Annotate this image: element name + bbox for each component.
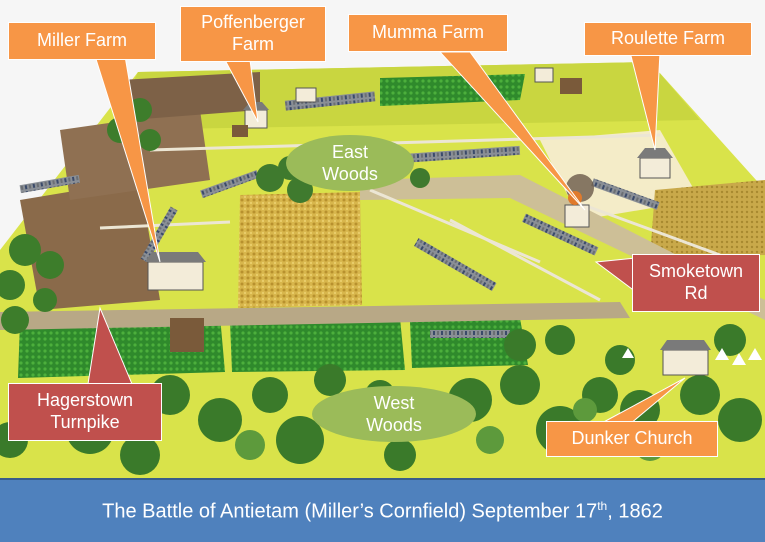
- roulette-farmhouse: [637, 148, 673, 179]
- miller-farm-text: Miller Farm: [37, 30, 127, 51]
- west-woods-text-line2: Woods: [366, 415, 422, 435]
- west-woods-label: West Woods: [312, 386, 476, 442]
- mumma-farm-label: Mumma Farm: [348, 14, 508, 52]
- dunker-church-label: Dunker Church: [546, 421, 718, 457]
- smoketown-rd-label: Smoketown Rd: [632, 254, 760, 312]
- west-woods-text-line1: West: [373, 392, 415, 413]
- miller-farmhouse: [145, 252, 206, 291]
- cornfield: [238, 192, 362, 308]
- turnpike-road: [0, 302, 630, 330]
- hagerstown-turnpike-text-line1: Hagerstown: [36, 390, 134, 411]
- caption-year: , 1862: [607, 500, 663, 523]
- hagerstown-turnpike-text-line2: Turnpike: [50, 412, 120, 432]
- dunker-church: [660, 340, 711, 376]
- mumma-farm-text: Mumma Farm: [372, 22, 484, 43]
- caption-main: The Battle of Antietam (Miller’s Cornfie…: [102, 500, 598, 523]
- caption-superscript: th: [597, 498, 608, 513]
- hagerstown-turnpike-label: Hagerstown Turnpike: [8, 383, 162, 441]
- east-woods-text-line2: Woods: [322, 164, 378, 184]
- roulette-farm-label: Roulette Farm: [584, 22, 752, 56]
- caption-bar: The Battle of Antietam (Miller’s Cornfie…: [0, 478, 765, 542]
- caption-text: The Battle of Antietam (Miller’s Cornfie…: [102, 499, 663, 524]
- poffenberger-farm-label: Poffenberger Farm: [180, 6, 326, 62]
- east-woods-label: East Woods: [286, 135, 414, 191]
- dunker-church-text: Dunker Church: [571, 428, 693, 449]
- miller-farm-label: Miller Farm: [8, 22, 156, 60]
- smoketown-rd-text-line2: Rd: [684, 283, 708, 303]
- east-woods-text-line1: East: [331, 141, 369, 162]
- poffenberger-farm-text-line1: Poffenberger: [201, 12, 305, 33]
- mumma-farm-pointer: [438, 51, 586, 211]
- smoketown-rd-text-line1: Smoketown: [648, 261, 744, 282]
- wargame-table-photo: [0, 51, 765, 478]
- smoketown-road: [360, 175, 765, 320]
- barn: [295, 67, 582, 103]
- poffenberger-farm-text-line2: Farm: [232, 34, 274, 54]
- roulette-farm-text: Roulette Farm: [610, 28, 726, 49]
